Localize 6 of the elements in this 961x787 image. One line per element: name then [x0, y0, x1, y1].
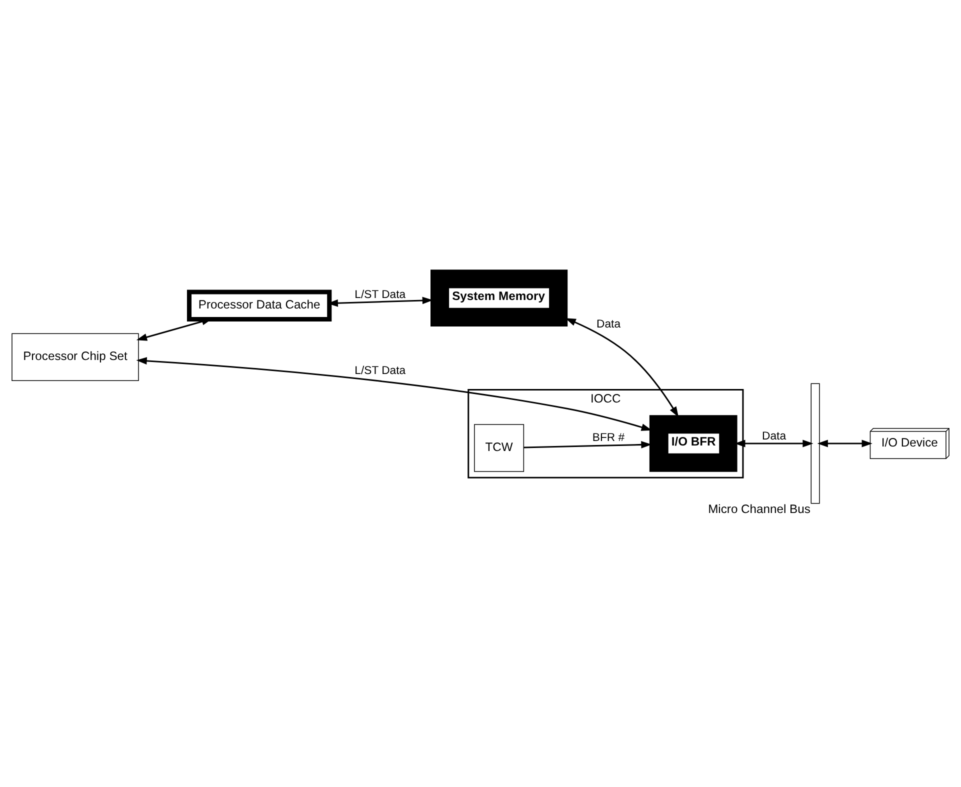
edge-label: BFR #	[592, 432, 625, 444]
edge-label: L/ST Data	[354, 364, 406, 377]
edge-label: L/ST Data	[354, 289, 406, 302]
node-label: Micro Channel Bus	[708, 502, 810, 516]
edge-label: Data	[762, 430, 786, 443]
edge-label: Data	[596, 318, 621, 331]
